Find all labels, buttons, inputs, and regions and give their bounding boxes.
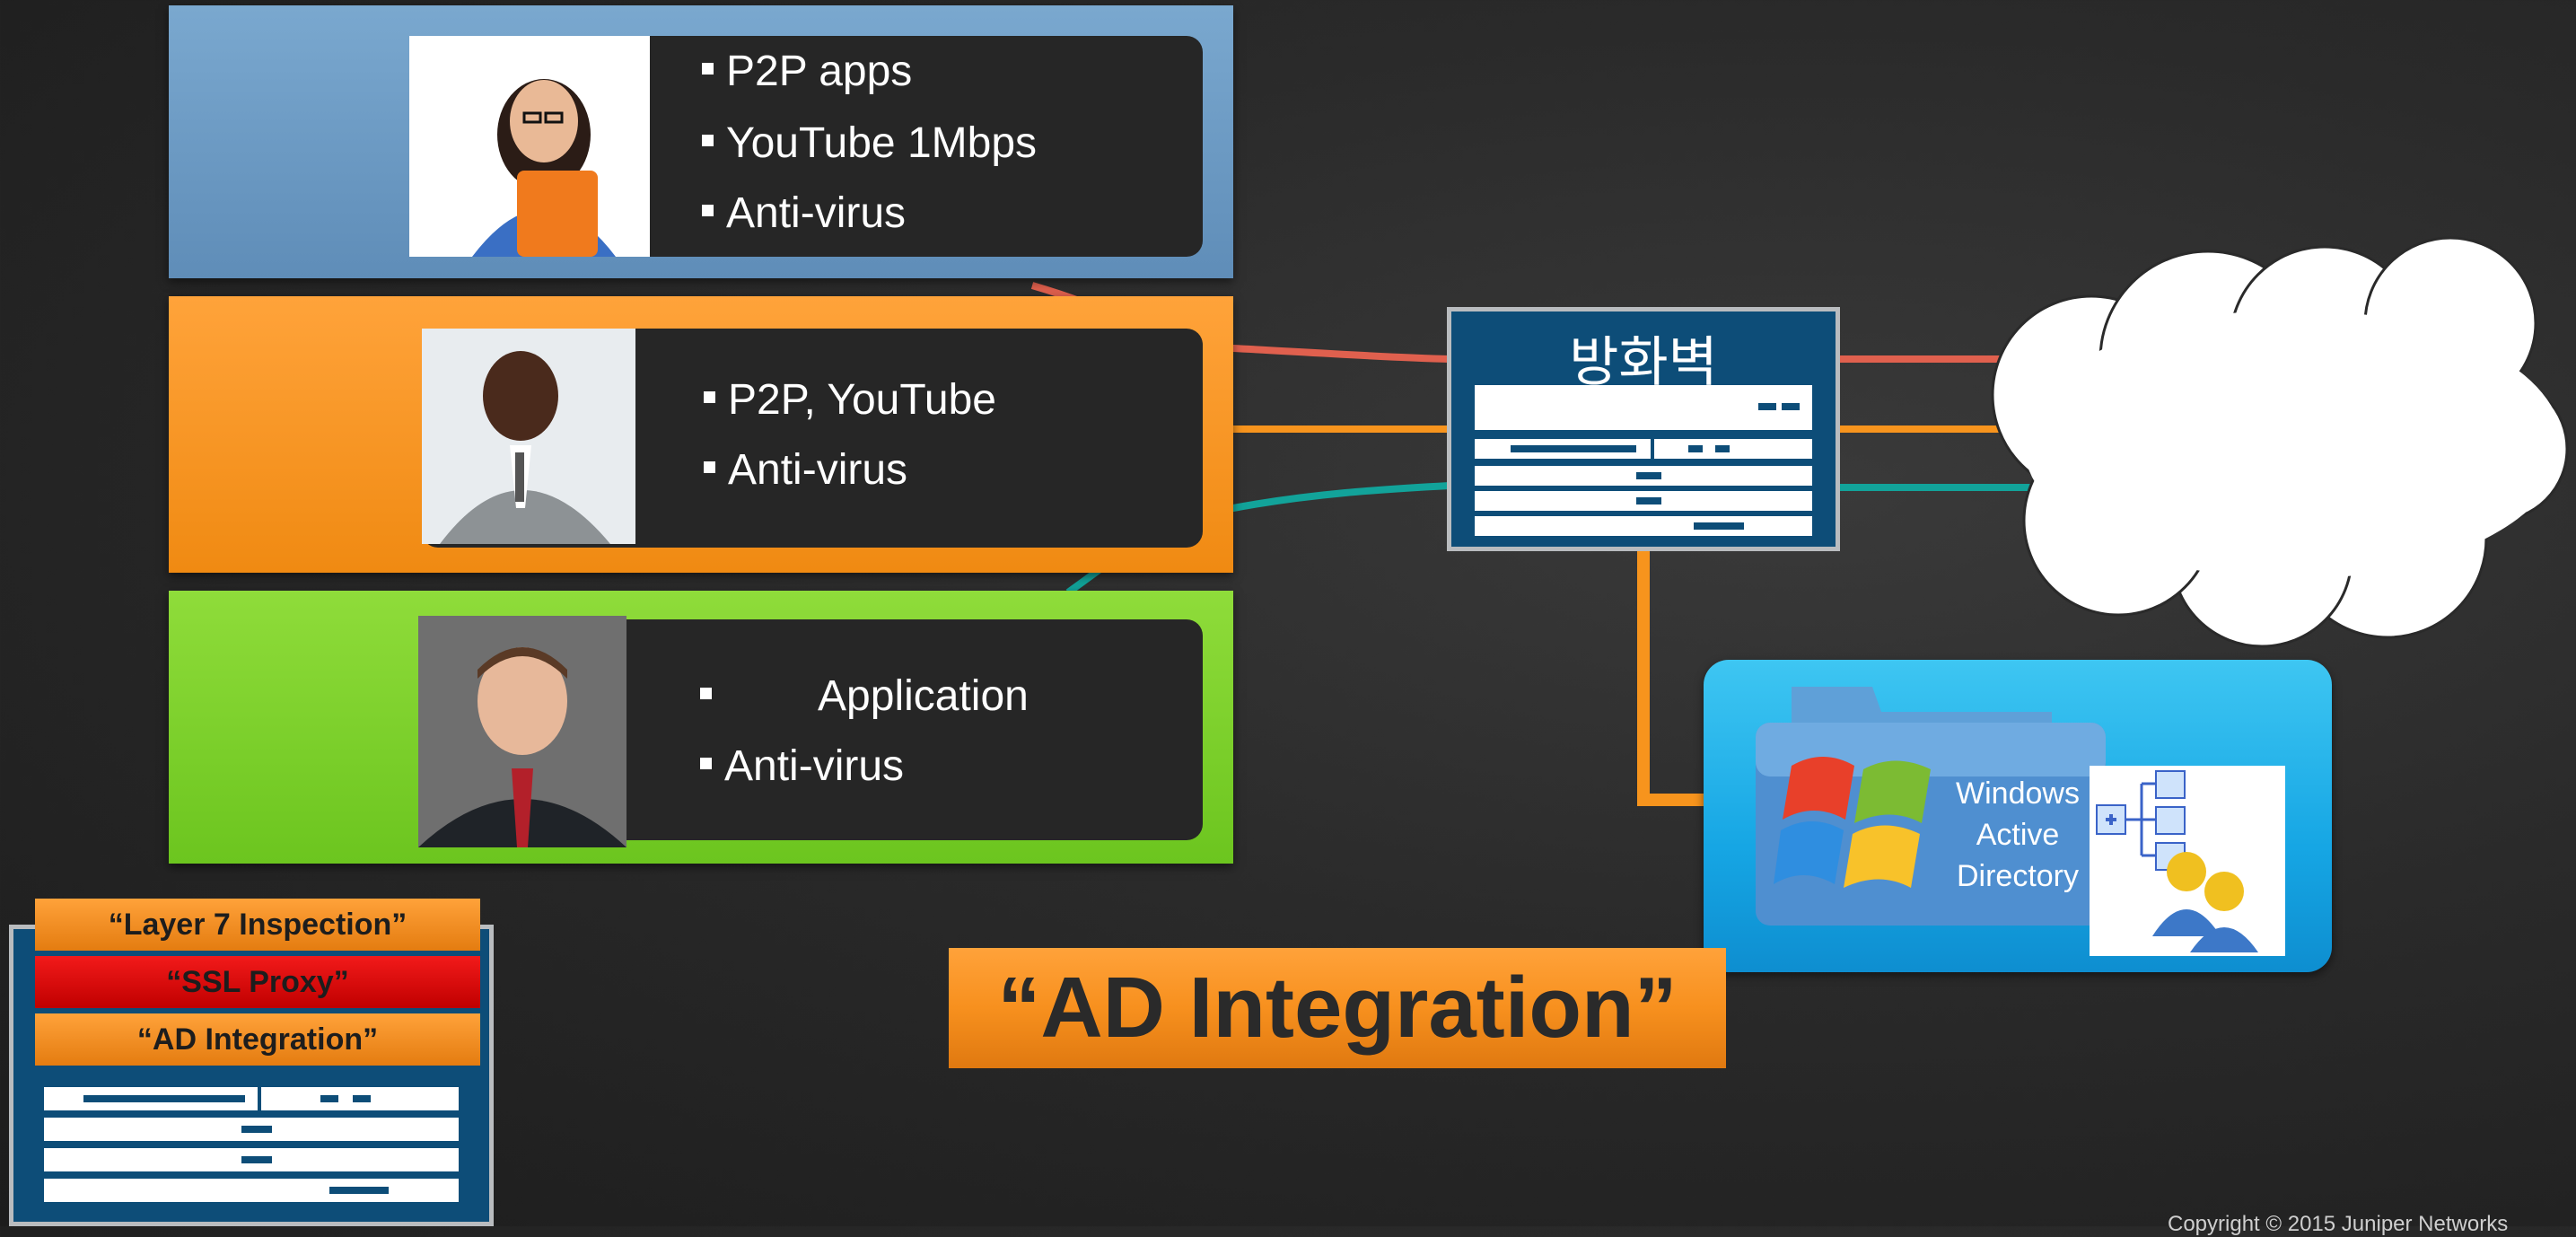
firewall-bar [1475, 466, 1812, 486]
group-executive: Application Anti-virus [169, 591, 1233, 864]
copyright-text: Copyright © 2015 Juniper Networks [2168, 1212, 2509, 1236]
stack-bar [44, 1179, 459, 1202]
employee-photo [422, 329, 635, 544]
bullet-text: Application [724, 672, 1029, 720]
layer7-inspection-label: “Layer 7 Inspection” [35, 899, 480, 951]
student-photo [409, 36, 650, 257]
firewall-bar [1475, 516, 1812, 536]
ad-title: Windows Active Directory [1946, 773, 2090, 897]
windows-logo-icon [1774, 757, 1931, 888]
bullet-text: P2P apps [726, 48, 913, 95]
feature-stack-device: “Layer 7 Inspection” “SSL Proxy” “AD Int… [9, 899, 494, 1226]
ad-title-line: Windows [1956, 776, 2080, 811]
bullet-text: Anti-virus [728, 446, 908, 494]
ad-integration-label: “AD Integration” [35, 1013, 480, 1066]
ad-integration-banner: “AD Integration” [949, 948, 1726, 1068]
group-student: P2P apps YouTube 1Mbps Anti-virus [169, 5, 1233, 278]
ad-title-line: Directory [1956, 859, 2080, 893]
stack-bar [44, 1118, 459, 1141]
executive-photo [418, 616, 626, 847]
bullet-text: YouTube 1Mbps [726, 119, 1038, 167]
user-icon [2204, 872, 2244, 911]
firewall-bar [1475, 439, 1812, 459]
stack-bar [44, 1148, 459, 1171]
firewall-bar [1475, 385, 1812, 430]
stack-bar [44, 1087, 459, 1110]
firewall-title: 방화벽 [1569, 331, 1718, 394]
ssl-proxy-label: “SSL Proxy” [35, 956, 480, 1008]
bullet-text: Anti-virus [726, 189, 907, 237]
directory-tree-icon [2096, 770, 2258, 952]
active-directory-box: Windows Active Directory [1704, 660, 2332, 972]
directory-tree-panel [2090, 766, 2285, 956]
bullet-text: P2P, YouTube [728, 376, 996, 424]
firewall-bar [1475, 491, 1812, 511]
user-icon [2167, 852, 2206, 891]
group-employee: P2P, YouTube Anti-virus [169, 296, 1233, 573]
bullet-text: Anti-virus [724, 742, 905, 790]
ad-title-line: Active [1976, 818, 2060, 852]
firewall-device: 방화벽 [1447, 307, 1840, 551]
